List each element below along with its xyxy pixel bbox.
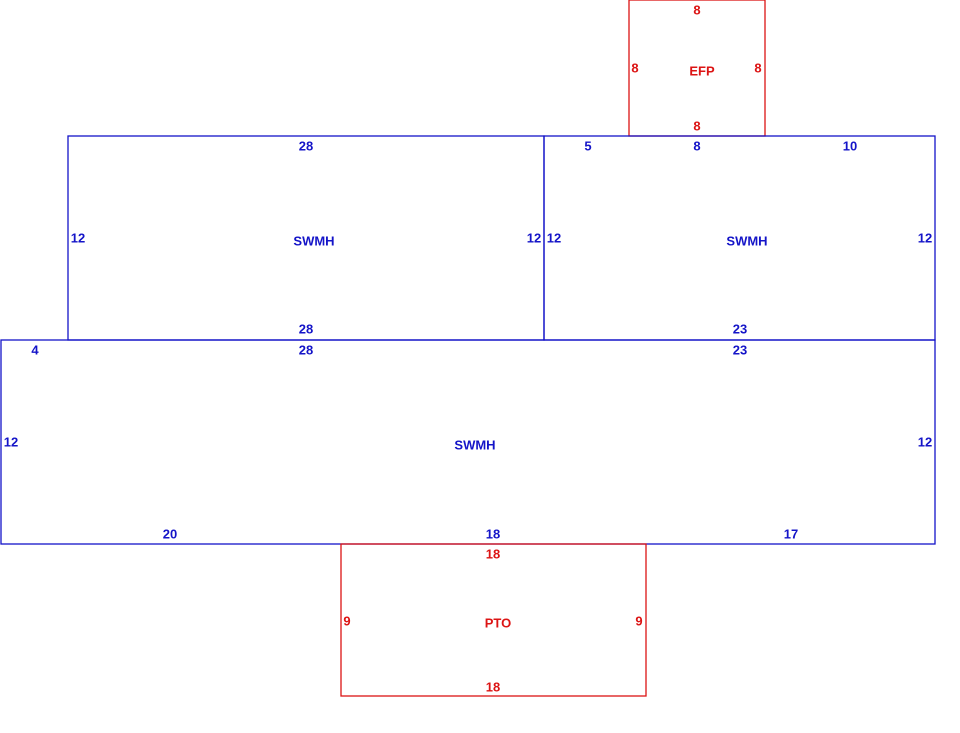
- pto-area: 18 9 9 18 PTO: [340, 543, 647, 697]
- efp-left-dimension: 8: [631, 60, 638, 75]
- swmh-upper-right-area-label: SWMH: [726, 233, 767, 248]
- swmh-upper-right-top-dimension-b: 8: [693, 138, 700, 153]
- efp-bottom-dimension: 8: [693, 118, 700, 133]
- swmh-main-bottom-dimension-a: 20: [163, 526, 177, 541]
- swmh-main-area-label: SWMH: [454, 437, 495, 452]
- efp-top-dimension: 8: [693, 2, 700, 17]
- swmh-main-left-dimension: 12: [4, 434, 18, 449]
- swmh-upper-right-top-dimension-c: 10: [843, 138, 857, 153]
- swmh-main-area: 4 28 23 12 12 20 18 17 SWMH: [0, 339, 936, 545]
- pto-left-dimension: 9: [343, 613, 350, 628]
- swmh-upper-right-bottom-dimension: 23: [733, 321, 747, 336]
- swmh-main-top-dimension-b: 28: [299, 342, 313, 357]
- swmh-upper-right-top-dimension-a: 5: [584, 138, 591, 153]
- swmh-upper-left-area-label: SWMH: [293, 233, 334, 248]
- swmh-upper-right-right-dimension: 12: [918, 230, 932, 245]
- pto-top-dimension: 18: [486, 546, 500, 561]
- pto-right-dimension: 9: [635, 613, 642, 628]
- efp-area-label: EFP: [689, 63, 715, 78]
- swmh-upper-right-left-dimension: 12: [547, 230, 561, 245]
- swmh-upper-left-bottom-dimension: 28: [299, 321, 313, 336]
- swmh-main-bottom-dimension-c: 17: [784, 526, 798, 541]
- pto-area-label: PTO: [485, 615, 512, 630]
- efp-right-dimension: 8: [754, 60, 761, 75]
- swmh-main-right-dimension: 12: [918, 434, 932, 449]
- swmh-main-top-dimension-a: 4: [31, 342, 39, 357]
- swmh-upper-right-area: 5 8 10 12 12 23 SWMH: [543, 135, 936, 341]
- swmh-upper-left-area: 28 12 12 28 SWMH: [67, 135, 545, 341]
- efp-area: 8 8 8 8 EFP: [628, 0, 766, 137]
- swmh-upper-left-right-dimension: 12: [527, 230, 541, 245]
- swmh-main-bottom-dimension-b: 18: [486, 526, 500, 541]
- swmh-upper-left-left-dimension: 12: [71, 230, 85, 245]
- pto-bottom-dimension: 18: [486, 679, 500, 694]
- swmh-main-top-dimension-c: 23: [733, 342, 747, 357]
- pto-outline: [340, 543, 647, 697]
- swmh-upper-left-top-dimension: 28: [299, 138, 313, 153]
